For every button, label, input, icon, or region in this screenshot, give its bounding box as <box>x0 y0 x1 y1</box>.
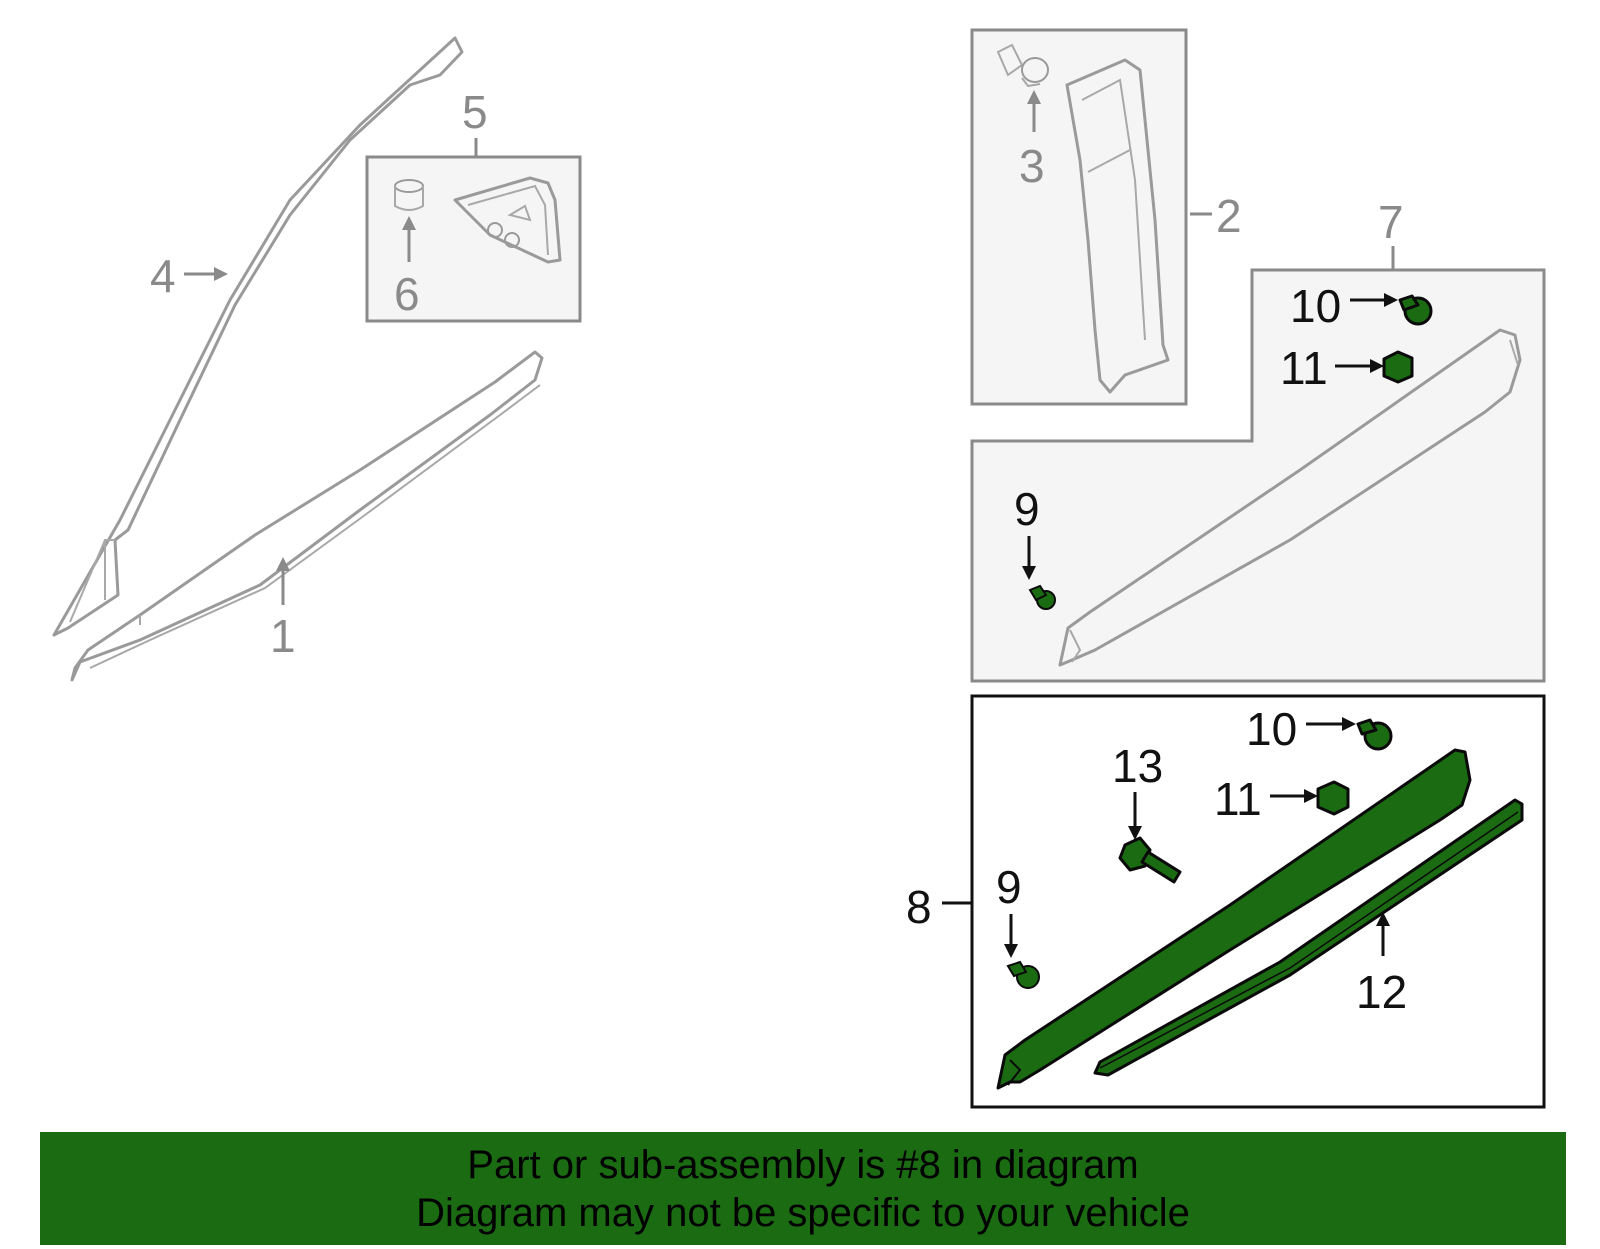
part-4-pillar-molding <box>52 36 464 637</box>
callout-10-upper: 10 <box>1290 280 1398 332</box>
banner-line-2: Diagram may not be specific to your vehi… <box>416 1190 1190 1235</box>
part-7-rocker-molding <box>1058 328 1522 667</box>
svg-text:7: 7 <box>1378 196 1404 248</box>
part-12-molding-strip <box>1093 798 1524 1077</box>
callout-7: 7 <box>1378 196 1404 270</box>
callout-5: 5 <box>462 86 488 157</box>
callout-4: 4 <box>150 250 228 302</box>
svg-text:13: 13 <box>1112 740 1163 792</box>
callout-10-lower: 10 <box>1246 703 1356 755</box>
svg-text:1: 1 <box>270 610 296 662</box>
callout-2: 2 <box>1190 190 1242 242</box>
info-banner: Part or sub-assembly is #8 in diagram Di… <box>40 1132 1566 1245</box>
callout-9-lower: 9 <box>996 861 1022 958</box>
part-11-nut-icon <box>1316 780 1350 816</box>
callout-6: 6 <box>394 216 420 320</box>
part-8-rocker-molding <box>996 748 1472 1090</box>
part-1-belt-molding <box>70 350 544 682</box>
part-3-clip-icon <box>996 43 1049 88</box>
part-11-nut-icon <box>1382 350 1414 384</box>
svg-text:10: 10 <box>1290 280 1341 332</box>
svg-text:5: 5 <box>462 86 488 138</box>
svg-text:11: 11 <box>1214 773 1262 825</box>
callout-11-upper: 11 <box>1280 342 1384 394</box>
svg-text:10: 10 <box>1246 703 1297 755</box>
svg-text:11: 11 <box>1280 342 1328 394</box>
svg-text:3: 3 <box>1019 140 1045 192</box>
callout-9-upper: 9 <box>1014 483 1040 580</box>
part-9-clip-icon <box>1006 960 1040 989</box>
box-2 <box>970 28 1188 406</box>
svg-text:6: 6 <box>394 268 420 320</box>
part-2-pillar-applique <box>1065 58 1170 394</box>
banner-line-1: Part or sub-assembly is #8 in diagram <box>467 1142 1139 1187</box>
svg-text:2: 2 <box>1216 190 1242 242</box>
part-10-clip-icon <box>1398 294 1433 326</box>
svg-text:8: 8 <box>906 881 932 933</box>
part-10-clip-icon <box>1356 718 1393 751</box>
mirror-seal-icon <box>453 176 562 264</box>
svg-text:9: 9 <box>1014 483 1040 535</box>
callout-8: 8 <box>906 881 972 933</box>
callout-11-lower: 11 <box>1214 773 1318 825</box>
callout-3: 3 <box>1019 90 1045 192</box>
svg-text:12: 12 <box>1356 966 1407 1018</box>
box-5 <box>365 155 582 323</box>
part-13-screw-icon <box>1118 836 1182 884</box>
svg-text:4: 4 <box>150 250 176 302</box>
callout-1: 1 <box>270 557 296 662</box>
svg-text:9: 9 <box>996 861 1022 913</box>
part-6-grommet-icon <box>394 179 424 211</box>
callout-13: 13 <box>1112 740 1163 840</box>
part-9-clip-icon <box>1028 584 1056 610</box>
callout-12: 12 <box>1356 912 1407 1018</box>
